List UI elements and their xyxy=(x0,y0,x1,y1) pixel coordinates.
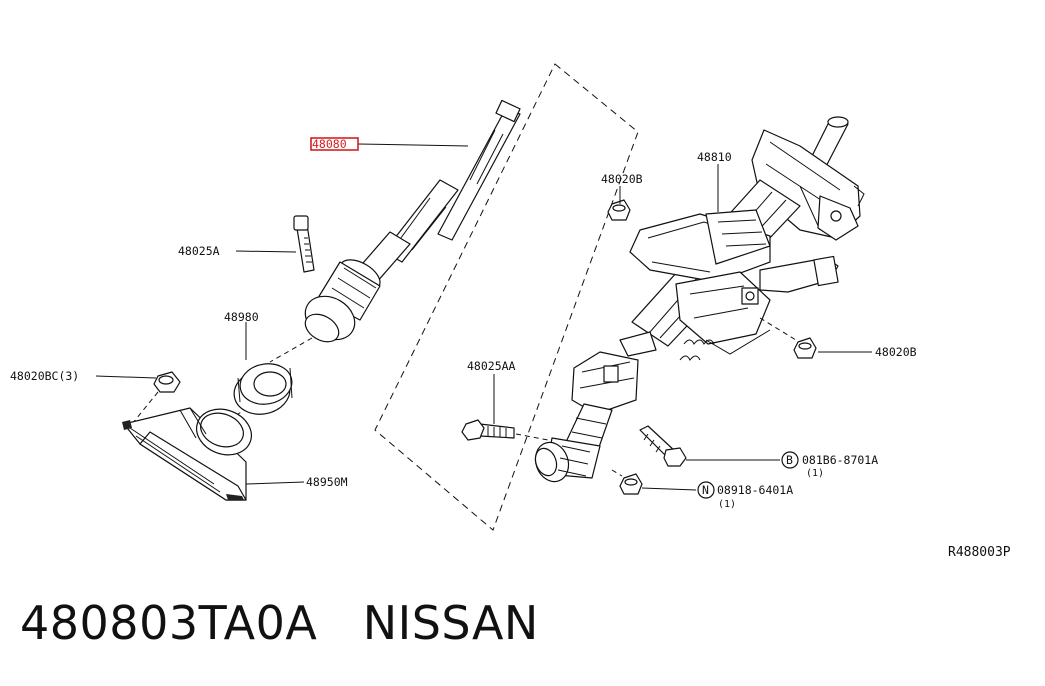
highlight-box xyxy=(310,137,359,151)
bolt-48025a xyxy=(293,215,315,273)
nut-symbol: N xyxy=(702,483,709,497)
nut-48020bc xyxy=(153,371,181,393)
label-intermediate-shaft[interactable]: 48080 xyxy=(312,137,347,151)
brand-name: NISSAN xyxy=(362,596,539,650)
label-column-assembly[interactable]: 48810 xyxy=(697,150,732,164)
part-caption: 480803TA0A NISSAN xyxy=(20,596,539,650)
label-nut-right[interactable]: 48020B xyxy=(875,345,917,359)
figure-code: R488003P xyxy=(948,545,1011,560)
nut-48020b-top xyxy=(607,199,631,221)
label-bolt-std[interactable]: 081B6-8701A xyxy=(802,453,878,467)
bolt-081b6 xyxy=(639,425,687,467)
label-bolt-std-qty: (1) xyxy=(806,468,824,479)
label-nut-std[interactable]: 08918-6401A xyxy=(717,483,793,497)
intermediate-shaft xyxy=(304,99,521,343)
label-bolt-lower[interactable]: 48025AA xyxy=(467,359,516,373)
bolt-symbol: B xyxy=(786,453,793,467)
label-nut-top[interactable]: 48020B xyxy=(601,172,643,186)
steering-column-assembly xyxy=(534,116,865,483)
label-nut-std-qty: (1) xyxy=(718,499,736,510)
assembly-boundary xyxy=(374,63,639,531)
nut-symbol-circle xyxy=(697,481,715,499)
label-hole-cover[interactable]: 48950M xyxy=(306,475,348,489)
nut-48020b-right xyxy=(793,337,817,359)
nut-08918 xyxy=(619,473,643,495)
hole-cover-48950m xyxy=(122,407,252,501)
bolt-symbol-circle xyxy=(781,451,799,469)
part-number: 480803TA0A xyxy=(20,596,318,650)
label-bolt-upper[interactable]: 48025A xyxy=(178,244,220,258)
label-nut-left[interactable]: 48020BC(3) xyxy=(10,369,79,383)
seal-48980 xyxy=(233,363,293,415)
bolt-48025aa xyxy=(461,419,515,441)
label-seal[interactable]: 48980 xyxy=(224,310,259,324)
